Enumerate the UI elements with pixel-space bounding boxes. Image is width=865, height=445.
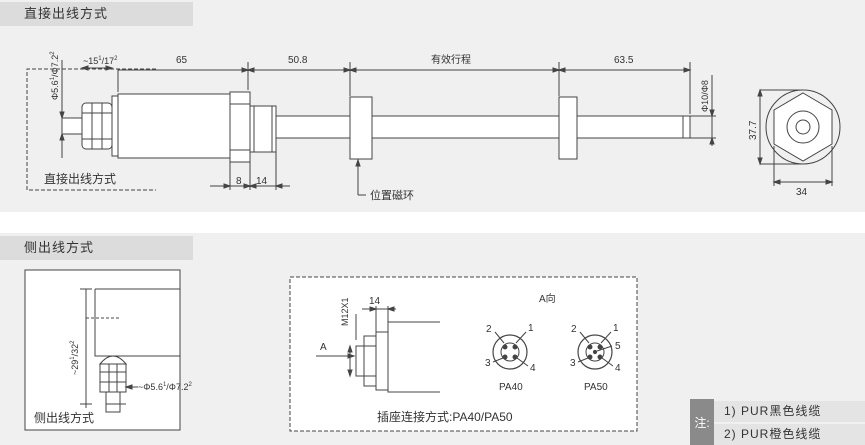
side-inner-frame	[24, 269, 181, 431]
direct-section-title: 直接出线方式	[0, 2, 193, 26]
side-cable	[105, 391, 121, 413]
pa50-pin-2: 2	[571, 324, 577, 335]
pa40-label: PA40	[499, 382, 523, 393]
rod-end	[682, 115, 691, 139]
pa40-pin-2: 2	[486, 324, 492, 335]
pa50-pin-5: 5	[615, 341, 621, 352]
magnet-ring-2	[558, 96, 578, 160]
connector-housing	[387, 321, 440, 393]
direct-inner-label: 直接出线方式	[44, 171, 116, 186]
side-dim-height: ~291/322	[70, 340, 80, 375]
pa50-pin-1: 1	[613, 323, 619, 334]
dim-cable-diameter: Φ5.61/Φ7.22	[50, 51, 60, 100]
note-item-1: 1) PUR黑色线缆	[714, 401, 865, 422]
magnet-ring-label: 位置磁环	[370, 188, 414, 202]
dim-rod-diameter: Φ10/Φ8	[700, 80, 710, 112]
side-dim-cable-diameter: ~Φ5.61/Φ7.22	[138, 382, 193, 392]
direct-inner-frame	[26, 68, 156, 191]
sensor-housing	[117, 93, 231, 159]
pa40-face	[492, 334, 528, 370]
dim-63-5: 63.5	[614, 55, 634, 66]
connector-arrow-label: A	[320, 342, 327, 353]
gland-flange	[111, 95, 119, 157]
dim-50-8: 50.8	[288, 55, 308, 66]
pa40-pin-4: 4	[530, 363, 536, 374]
pa40-pin-3: 3	[485, 358, 491, 369]
end-view-hex	[773, 92, 833, 162]
side-inner-label: 侧出线方式	[34, 410, 94, 425]
side-gland	[99, 363, 127, 393]
note-item-2: 2) PUR橙色线缆	[714, 424, 865, 445]
side-section-title: 侧出线方式	[0, 236, 193, 260]
connector-caption: 插座连接方式:PA40/PA50	[377, 409, 513, 424]
dim-14: 14	[256, 176, 268, 187]
direct-drawing: ~151/172 Φ5.61/Φ7.22 65 50.8 有效行程 63.5 Φ…	[26, 51, 841, 202]
dim-stroke: 有效行程	[431, 53, 471, 66]
pa50-pin-4: 4	[615, 363, 621, 374]
side-housing-outline	[94, 288, 180, 357]
pa50-face	[577, 334, 613, 370]
side-drawing: ~291/322 ~Φ5.61/Φ7.22 侧出线方式	[24, 269, 193, 431]
notes-key: 注:	[690, 399, 714, 445]
cable-stub	[61, 117, 83, 135]
connector-thread: M12X1	[340, 297, 350, 326]
cable-gland	[81, 102, 113, 150]
dim-34: 34	[796, 187, 808, 198]
dim-65: 65	[176, 55, 188, 66]
pa50-pin-3: 3	[570, 358, 576, 369]
pa50-label: PA50	[584, 382, 608, 393]
dim-8: 8	[236, 176, 242, 187]
dim-37-7: 37.7	[748, 120, 759, 140]
connector-flange	[363, 335, 377, 387]
dim-cable-length: ~151/172	[83, 56, 118, 66]
probe-rod	[275, 115, 691, 139]
hex-nut	[229, 91, 251, 163]
notes-box: 注: 1) PUR黑色线缆 2) PUR橙色线缆	[690, 399, 865, 445]
connector-body	[375, 331, 389, 391]
connector-socket	[355, 345, 365, 377]
connector-view-label: A向	[539, 292, 556, 305]
connector-dim-14: 14	[369, 296, 381, 307]
magnet-ring-1	[349, 96, 373, 160]
pa40-pin-1: 1	[528, 323, 534, 334]
connector-drawing: M12X1 14 A A向 2 1 3 4 PA40 2 1 5 3 4 PA5…	[289, 276, 638, 432]
